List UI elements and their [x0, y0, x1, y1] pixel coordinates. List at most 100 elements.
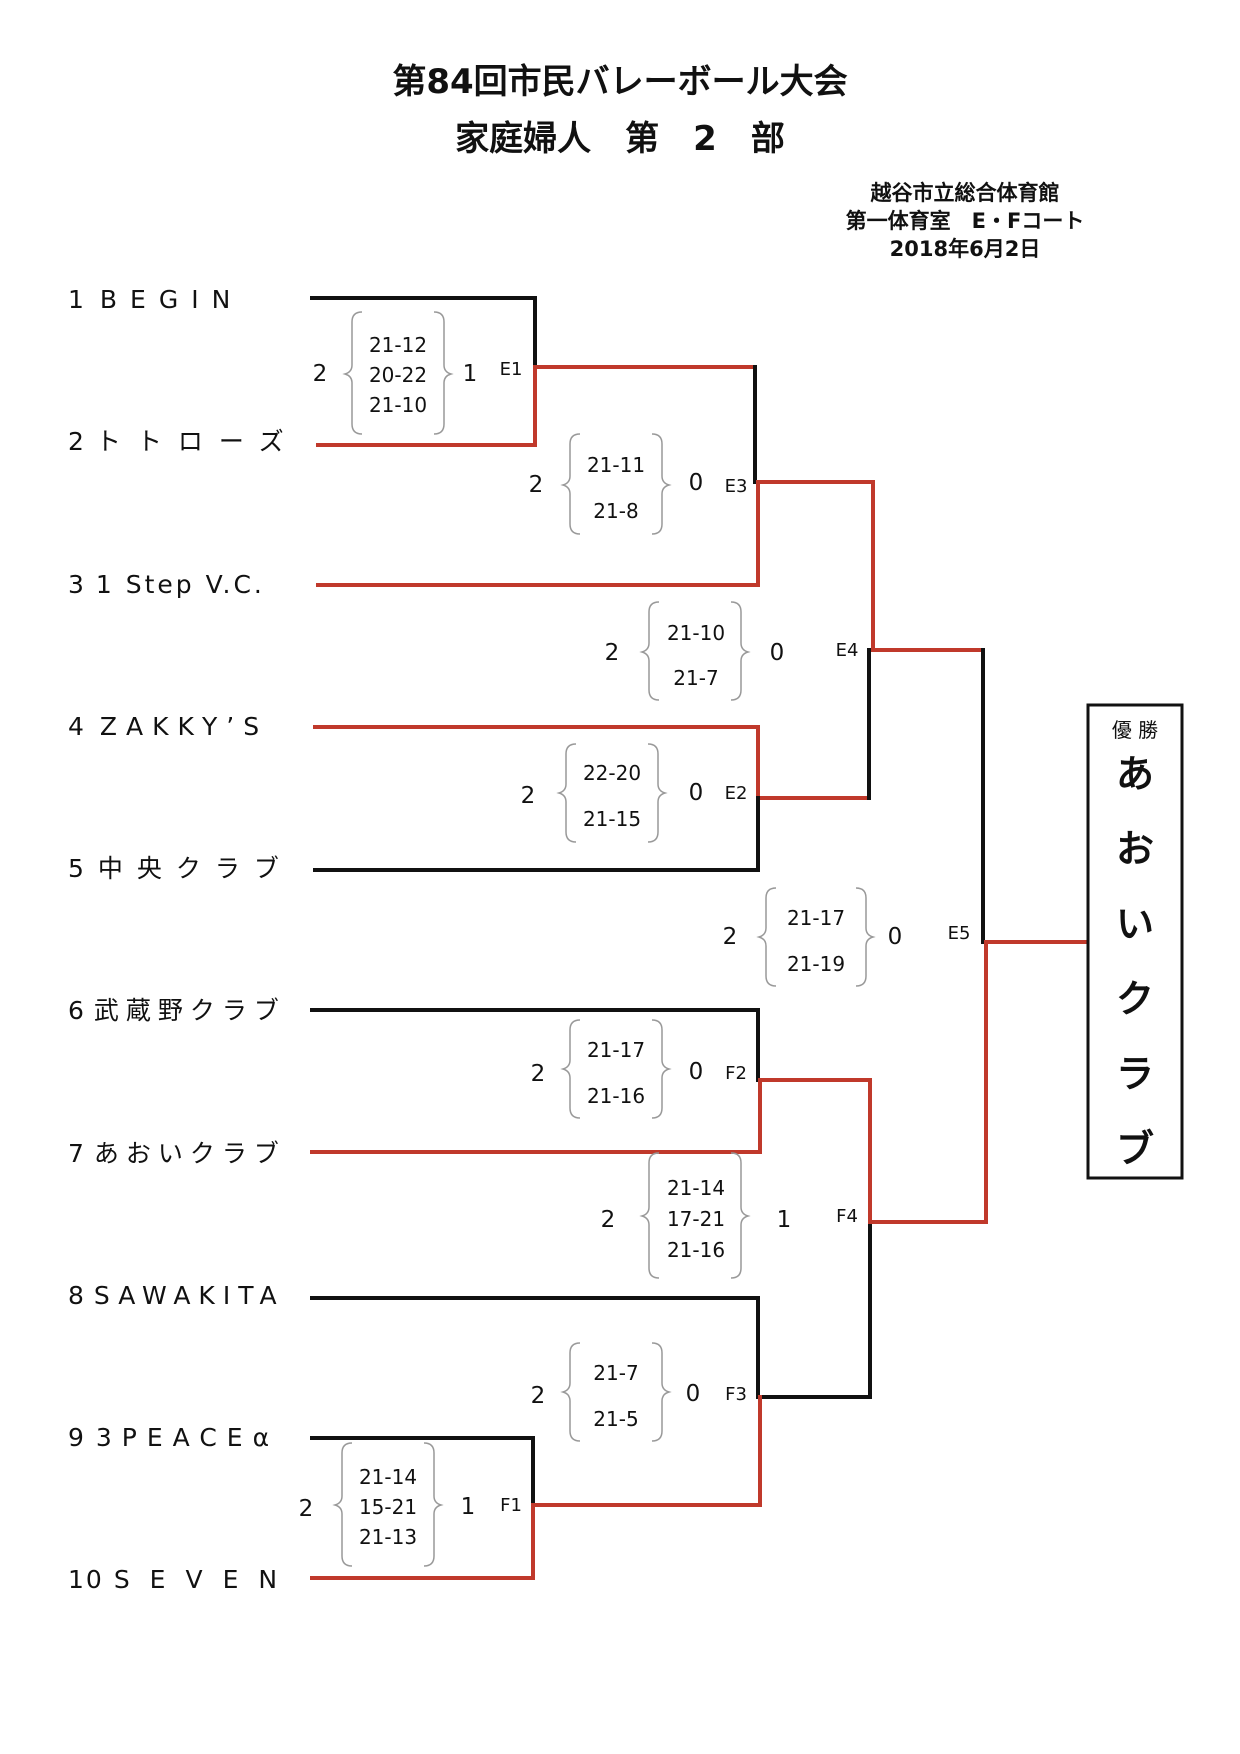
set-score: 21-12	[369, 333, 427, 357]
sets-won-right: 0	[770, 640, 785, 666]
team-name: BEGIN	[100, 285, 243, 314]
set-score: 21-10	[667, 621, 725, 645]
bracket-lines	[310, 296, 1090, 1580]
match-e5: 21-17 21-19 2 0 E5	[723, 887, 971, 987]
champion-frame	[1086, 703, 1184, 1180]
set-score: 21-16	[587, 1084, 645, 1108]
f2-loser-line	[310, 1008, 760, 1082]
set-score: 21-7	[673, 666, 718, 690]
e2-loser-line	[313, 796, 760, 872]
champion-label: 優 勝	[1112, 718, 1158, 742]
page-title: 第84回市民バレーボール大会	[392, 62, 847, 102]
team-name: SAWAKITA	[94, 1281, 285, 1310]
set-score: 15-21	[359, 1495, 417, 1519]
champion-name-char: い	[1116, 902, 1154, 946]
sets-won-right: 1	[777, 1207, 792, 1233]
team-number: 7	[68, 1139, 86, 1168]
match-f1: 21-14 15-21 21-13 2 1 F1	[299, 1442, 522, 1567]
team-number: 3	[68, 570, 86, 599]
team-name: 3PEACEα	[96, 1423, 279, 1452]
score-bracket-right	[855, 887, 876, 987]
match-code: E4	[836, 640, 859, 661]
venue-name: 越谷市立総合体育館	[870, 181, 1060, 205]
match-e3: 21-11 21-8 2 0 E3	[529, 433, 748, 535]
set-score: 21-7	[593, 1361, 638, 1385]
match-code: E1	[500, 359, 523, 380]
set-score: 21-5	[593, 1407, 638, 1431]
team-number: 6	[68, 996, 86, 1025]
team-name: ZAKKY’S	[100, 712, 268, 741]
score-bracket-left	[342, 311, 363, 435]
sets-won-right: 0	[689, 1059, 704, 1085]
team-name: あおいクラブ	[94, 1139, 286, 1168]
set-score: 17-21	[667, 1207, 725, 1231]
team-number: 9	[68, 1423, 86, 1452]
score-bracket-left	[560, 1019, 581, 1119]
set-score: 21-17	[587, 1038, 645, 1062]
set-score: 21-16	[667, 1238, 725, 1262]
set-score: 21-10	[369, 393, 427, 417]
venue-court: 第一体育室 E・Fコート	[846, 209, 1085, 233]
sets-won-right: 1	[463, 361, 478, 387]
team-name: トトローズ	[96, 427, 300, 456]
champion-name-char: ブ	[1116, 1127, 1154, 1171]
sets-won-left: 2	[531, 1383, 546, 1409]
team-9: 9 3PEACEα	[68, 1423, 279, 1452]
score-bracket-left	[560, 1342, 581, 1442]
score-bracket-right	[647, 743, 668, 843]
e1-winner-line	[316, 365, 757, 447]
sets-won-right: 0	[888, 924, 903, 950]
e1-loser-line	[310, 296, 537, 369]
score-bracket-left	[756, 887, 777, 987]
champion-name-char: ラ	[1116, 1052, 1154, 1096]
set-score: 21-8	[593, 499, 638, 523]
sets-won-right: 1	[461, 1494, 476, 1520]
match-code: E3	[725, 476, 748, 497]
match-scores: 21-12 20-22 21-10 2 1 E1 21-11 21-8 2 0 …	[299, 311, 971, 1567]
page-subtitle: 家庭婦人 第 2 部	[455, 119, 785, 159]
score-bracket-right	[651, 1019, 672, 1119]
sets-won-left: 2	[723, 924, 738, 950]
score-bracket-left	[639, 1152, 660, 1279]
match-code: F2	[725, 1063, 747, 1084]
f4-winner-line	[868, 1078, 988, 1224]
f2-winner-line	[310, 1078, 872, 1154]
champion-name-char: お	[1116, 827, 1154, 871]
event-date: 2018年6月2日	[890, 237, 1041, 261]
team-name: 1 Step V.C.	[96, 570, 265, 599]
sets-won-left: 2	[521, 783, 536, 809]
team-number: 8	[68, 1281, 86, 1310]
set-score: 21-17	[787, 906, 845, 930]
team-number: 10	[68, 1565, 104, 1594]
sets-won-left: 2	[529, 472, 544, 498]
team-number: 2	[68, 427, 86, 456]
champion-box: 優 勝 あ お い ク ラ ブ	[1086, 703, 1184, 1180]
team-10: 10 SEVEN	[68, 1565, 297, 1594]
match-code: E5	[948, 923, 971, 944]
set-score: 20-22	[369, 363, 427, 387]
score-bracket-right	[730, 601, 751, 701]
e2-winner-line	[313, 725, 871, 800]
team-3: 3 1 Step V.C.	[68, 570, 265, 599]
score-bracket-left	[639, 601, 660, 701]
team-name: 武蔵野クラブ	[94, 996, 286, 1025]
sets-won-right: 0	[689, 780, 704, 806]
set-score: 21-11	[587, 453, 645, 477]
set-score: 22-20	[583, 761, 641, 785]
team-2: 2 トトローズ	[68, 427, 300, 456]
score-bracket-left	[556, 743, 577, 843]
match-code: F1	[500, 1495, 522, 1516]
sets-won-left: 2	[601, 1207, 616, 1233]
team-name: SEVEN	[114, 1565, 297, 1594]
f1-winner-line	[310, 1395, 762, 1580]
set-score: 21-14	[667, 1176, 725, 1200]
set-score: 21-14	[359, 1465, 417, 1489]
match-f2: 21-17 21-16 2 0 F2	[531, 1019, 747, 1119]
score-bracket-right	[730, 1152, 751, 1279]
team-6: 6 武蔵野クラブ	[68, 996, 286, 1025]
team-7: 7 あおいクラブ	[68, 1139, 286, 1168]
champion-name-char: ク	[1116, 977, 1154, 1021]
